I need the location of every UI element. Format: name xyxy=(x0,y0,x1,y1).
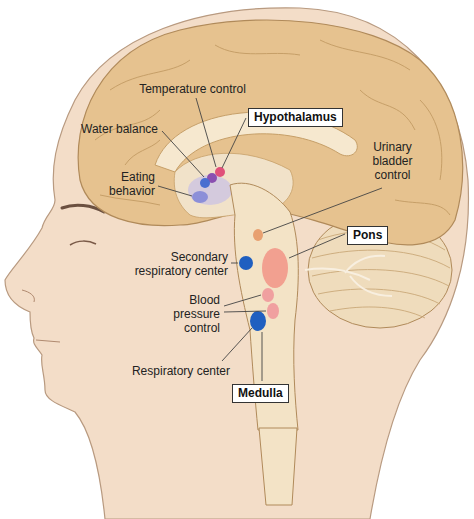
structure-box: Medulla xyxy=(232,384,289,403)
bladder-spot xyxy=(253,229,263,241)
structure-name: Medulla xyxy=(238,386,283,400)
callout-label: Urinary bladder control xyxy=(355,140,430,182)
secondary-respiratory-spot xyxy=(239,256,253,270)
pons-spot xyxy=(262,248,288,288)
respiratory-spot xyxy=(250,311,266,331)
callout-label: Blood pressure control xyxy=(160,293,220,335)
structure-name: Pons xyxy=(353,228,382,242)
eating-spot xyxy=(192,191,208,203)
callout-label: Secondary respiratory center xyxy=(116,250,228,278)
structure-name: Hypothalamus xyxy=(254,110,337,124)
spinal-cord xyxy=(259,428,297,505)
callout-label: Eating behavior xyxy=(95,170,155,198)
nostril xyxy=(22,290,34,302)
head-outline xyxy=(5,8,468,519)
eye xyxy=(70,241,96,245)
callout-label: Temperature control xyxy=(135,82,250,96)
blood-pressure-spot xyxy=(262,288,274,302)
brainstem xyxy=(230,183,298,430)
water-spot-blue xyxy=(200,178,210,188)
mouth xyxy=(36,340,60,342)
blood-pressure-spot xyxy=(267,303,279,319)
structure-box: Hypothalamus xyxy=(248,108,343,127)
structure-box: Pons xyxy=(347,226,388,245)
temperature-spot xyxy=(215,167,225,177)
callout-label: Water balance xyxy=(58,122,158,136)
callout-label: Respiratory center xyxy=(100,364,230,378)
